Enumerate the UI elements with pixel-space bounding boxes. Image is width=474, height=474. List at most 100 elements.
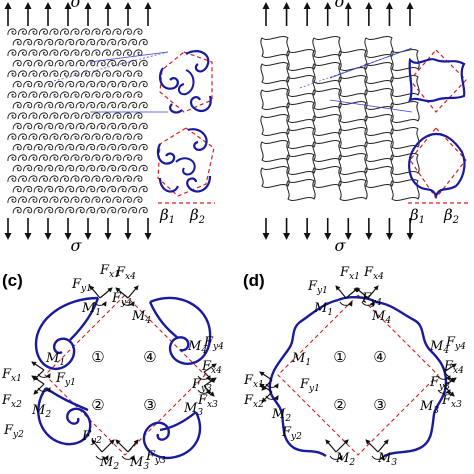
cell-number-3: ③ bbox=[373, 396, 386, 414]
spiral-cell bbox=[60, 175, 69, 183]
spiral-cell bbox=[75, 59, 85, 67]
spiral-cell bbox=[128, 38, 138, 46]
beta1-label: β1 bbox=[409, 206, 425, 226]
unit-cell-zoom-upper bbox=[408, 49, 467, 113]
force-arrow bbox=[443, 377, 457, 387]
cell-number-4: ④ bbox=[373, 348, 386, 366]
spiral-cell bbox=[44, 143, 54, 151]
spiral-cell bbox=[39, 112, 48, 120]
spiral-cell bbox=[33, 185, 43, 193]
wavy-cell bbox=[260, 140, 290, 162]
spiral-cell bbox=[107, 206, 117, 214]
spiral-cell bbox=[28, 70, 38, 78]
spiral-cell bbox=[128, 143, 138, 151]
spiral-cell bbox=[60, 154, 69, 162]
spiral-cell bbox=[39, 91, 48, 99]
spiral-cell bbox=[96, 59, 106, 67]
moment-arrow bbox=[121, 455, 135, 461]
spiral-cell bbox=[81, 28, 90, 36]
spiral-lattice bbox=[7, 28, 148, 214]
force-label-fx4: Fx4 bbox=[115, 265, 136, 282]
moment-arrow bbox=[265, 395, 279, 401]
spiral-cell bbox=[70, 154, 80, 162]
spiral-cell bbox=[75, 122, 85, 130]
spiral-cell bbox=[39, 49, 48, 57]
force-arrow bbox=[335, 439, 349, 453]
spiral-cell bbox=[96, 143, 106, 151]
spiral-cell bbox=[75, 143, 85, 151]
sigma-bottom-label: σ bbox=[71, 236, 83, 255]
spiral-cell bbox=[23, 164, 33, 172]
force-label-m1b: M1 bbox=[45, 351, 65, 368]
spiral-cell bbox=[12, 164, 22, 172]
spiral-cell bbox=[138, 164, 148, 172]
spiral-cell bbox=[18, 175, 27, 183]
force-label-fy3b: Fy3 bbox=[145, 449, 166, 466]
spiral-cell bbox=[18, 49, 27, 57]
spiral-cell bbox=[81, 175, 90, 183]
force-label-fx3: Fx3 bbox=[197, 393, 218, 410]
force-arrow bbox=[325, 439, 337, 453]
spiral-cell bbox=[7, 49, 17, 57]
spiral-cell bbox=[112, 28, 122, 36]
cell-number-2: ② bbox=[91, 396, 104, 414]
spiral-cell bbox=[117, 59, 127, 67]
spiral-cell bbox=[49, 112, 59, 120]
spiral-cell bbox=[123, 112, 132, 120]
spiral-cell bbox=[65, 38, 75, 46]
spiral-cell bbox=[81, 112, 90, 120]
spiral-cell bbox=[81, 154, 90, 162]
force-arrow bbox=[127, 439, 139, 453]
spiral-cell bbox=[60, 133, 69, 141]
spiral-cell bbox=[133, 49, 143, 57]
wavy-cell bbox=[364, 114, 394, 136]
spiral-cell bbox=[65, 185, 75, 193]
force-arrow bbox=[335, 285, 347, 299]
spiral-cell bbox=[75, 101, 85, 109]
spiral-cell bbox=[18, 112, 27, 120]
beta2-label: β2 bbox=[443, 206, 459, 226]
spiral-cell bbox=[75, 38, 85, 46]
moment-arrow bbox=[437, 375, 451, 381]
force-label-fy4b: Fy4 bbox=[203, 335, 224, 352]
force-arrow bbox=[203, 363, 217, 373]
spiral-cell bbox=[70, 133, 80, 141]
moment-arrow bbox=[37, 373, 51, 379]
spiral-cell bbox=[70, 28, 80, 36]
spiral-cell bbox=[81, 133, 90, 141]
wavy-cell bbox=[338, 153, 368, 175]
wavy-cell bbox=[286, 101, 316, 123]
wavy-cell bbox=[364, 36, 394, 58]
spiral-cell bbox=[117, 143, 127, 151]
spiral-cell bbox=[33, 206, 43, 214]
spiral-cell bbox=[128, 59, 138, 67]
spiral-cell bbox=[107, 185, 117, 193]
spiral-cell bbox=[117, 164, 127, 172]
spiral-cell bbox=[12, 143, 22, 151]
spiral-cell bbox=[91, 49, 101, 57]
spiral-cell bbox=[70, 49, 80, 57]
spiral-cell bbox=[18, 70, 27, 78]
spiral-cell bbox=[54, 185, 64, 193]
wavy-cell bbox=[260, 62, 290, 84]
cell-numbers: ① ④ ② ③ bbox=[333, 348, 386, 414]
spiral-cell bbox=[117, 206, 127, 214]
force-label-fy4: Fy4 bbox=[111, 291, 132, 308]
unit-cell-zoom-upper bbox=[158, 50, 213, 114]
spiral-cell bbox=[91, 175, 101, 183]
moment-arrow bbox=[339, 301, 353, 307]
wavy-cell bbox=[286, 179, 316, 201]
spiral-cell bbox=[91, 196, 101, 204]
spiral-cell bbox=[33, 122, 43, 130]
spiral-cell bbox=[86, 164, 96, 172]
spiral-cell bbox=[86, 143, 96, 151]
spiral-cell bbox=[112, 133, 122, 141]
stress-arrows-top bbox=[4, 2, 152, 26]
spiral-cell bbox=[128, 122, 138, 130]
spiral-cell bbox=[117, 101, 127, 109]
spiral-cell bbox=[49, 28, 59, 36]
spiral-cell bbox=[12, 122, 22, 130]
wavy-cell bbox=[260, 114, 290, 136]
